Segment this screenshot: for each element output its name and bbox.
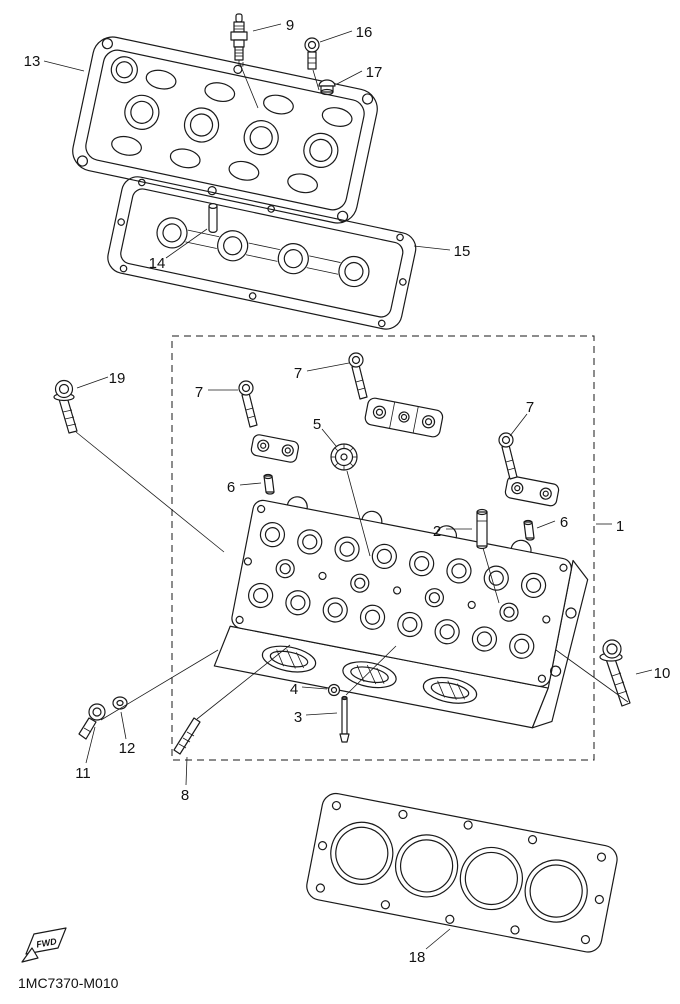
- callout-7-right: 7: [526, 399, 534, 416]
- callout-15: 15: [454, 243, 471, 260]
- callout-4: 4: [290, 681, 298, 698]
- cam-cap-right-drawing: [504, 475, 560, 507]
- bolt-7-middle-drawing: [348, 352, 368, 400]
- callout-14: 14: [149, 255, 166, 272]
- callout-16: 16: [356, 24, 373, 41]
- cylinder-head-drawing: [213, 496, 589, 729]
- callout-7-left: 7: [195, 384, 203, 401]
- callout-17: 17: [366, 64, 383, 81]
- fwd-arrow: FWD: [21, 927, 67, 963]
- stud-8-drawing: [173, 717, 201, 755]
- callout-9: 9: [286, 17, 294, 34]
- callout-12: 12: [119, 740, 136, 757]
- fwd-label: FWD: [35, 936, 57, 949]
- grommet-17-drawing: [318, 79, 336, 96]
- cam-cap-left-drawing: [250, 434, 300, 463]
- callout-18: 18: [409, 949, 426, 966]
- dowel-6-right-drawing: [523, 519, 535, 541]
- dowel-6-left-drawing: [263, 473, 275, 495]
- stud-14-drawing: [208, 203, 218, 233]
- callout-6-right: 6: [560, 514, 568, 531]
- part-code-text: 1MC7370-M010: [18, 975, 119, 991]
- bolt-11-drawing: [78, 703, 106, 740]
- callout-10: 10: [654, 665, 671, 682]
- callout-2: 2: [433, 523, 441, 540]
- bolt-10-drawing: [599, 639, 631, 707]
- callout-11: 11: [75, 765, 91, 782]
- head-gasket-drawing: [306, 792, 618, 953]
- clip-4-drawing: [327, 683, 341, 697]
- assembly-boundary-box: [171, 335, 595, 761]
- callout-1: 1: [616, 518, 624, 535]
- callout-5: 5: [313, 416, 321, 433]
- bolt-7-right-drawing: [498, 432, 518, 480]
- callout-3: 3: [294, 709, 302, 726]
- callout-6-left: 6: [227, 479, 235, 496]
- callout-8: 8: [181, 787, 189, 804]
- bolt-16-drawing: [304, 37, 320, 70]
- callout-labels: 13 9 16 17 15 14 19 7 7 7 5 6 6 2 1 10 4…: [24, 17, 671, 966]
- leader-lines: [43, 23, 653, 950]
- bolt-19-drawing: [53, 379, 78, 434]
- callout-19: 19: [109, 370, 126, 387]
- callout-13: 13: [24, 53, 41, 70]
- valve-3-drawing: [339, 695, 350, 743]
- callout-7-middle: 7: [294, 365, 302, 382]
- cam-cap-middle-drawing: [364, 397, 444, 438]
- spark-plug-drawing: [230, 13, 248, 67]
- cover-gasket-drawing: [107, 176, 417, 330]
- valve-cover-drawing: [72, 36, 378, 224]
- plug-5-drawing: [330, 443, 358, 471]
- washer-12-drawing: [112, 696, 128, 710]
- valve-guide-2-drawing: [476, 508, 488, 550]
- bolt-7-left-drawing: [238, 380, 258, 428]
